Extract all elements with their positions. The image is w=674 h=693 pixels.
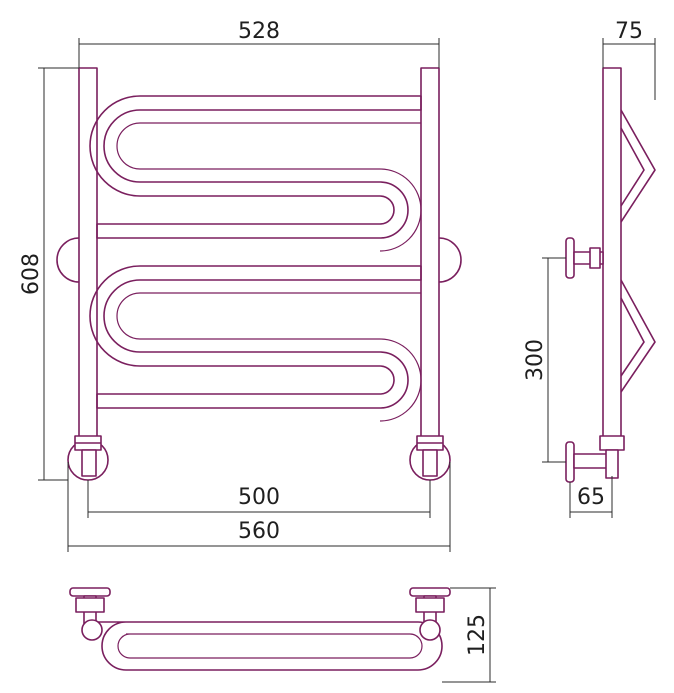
side-lower-coil (620, 279, 656, 393)
dim-total-width: 560 (238, 519, 280, 544)
side-wall-mount-upper (565, 237, 575, 279)
side-collector-pipe (602, 67, 622, 441)
dim-top-width: 528 (238, 19, 280, 44)
side-upper-coil (620, 109, 656, 223)
bottom-view-left-plate (69, 587, 111, 597)
dim-center-distance: 500 (238, 485, 280, 510)
upper-coil-inner-line (116, 122, 422, 252)
right-valve-body (422, 449, 438, 477)
bottom-view (69, 587, 451, 671)
side-bottom-nut (599, 435, 625, 451)
lower-serpentine-coil (89, 265, 422, 409)
right-wall-bracket (438, 237, 462, 283)
side-bottom-valve (565, 441, 575, 483)
lower-coil-inner-line (116, 292, 422, 422)
bottom-view-right-plate (409, 587, 451, 597)
upper-serpentine-coil (89, 95, 422, 239)
dim-height: 608 (19, 253, 44, 295)
dimension-lines (38, 38, 656, 683)
dim-bottom-depth: 125 (465, 614, 490, 656)
side-view (565, 67, 656, 483)
dim-wall-offset: 65 (577, 485, 605, 510)
dim-side-spacing: 300 (523, 339, 548, 381)
left-wall-bracket (56, 237, 80, 283)
front-view (56, 67, 462, 481)
left-valve-body (81, 449, 97, 477)
right-collector-pipe (420, 67, 440, 441)
dim-depth: 75 (615, 19, 643, 44)
bottom-view-coil (98, 621, 443, 671)
